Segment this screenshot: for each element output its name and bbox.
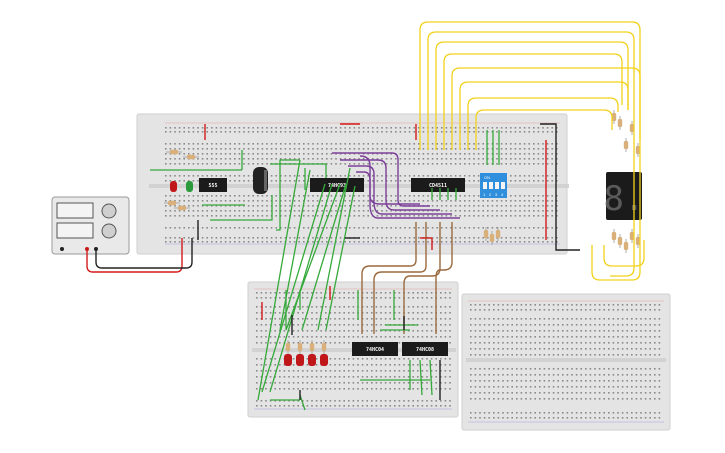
brown-wire	[361, 222, 417, 334]
chip-555-label: 555	[208, 183, 217, 189]
yellow-wires	[419, 21, 645, 281]
power-wire	[95, 238, 193, 269]
dip-switch[interactable]: ON 1 2 3 4	[480, 173, 507, 198]
green-wire	[257, 159, 301, 401]
yellow-wire	[459, 81, 629, 150]
purple-wire	[359, 155, 420, 205]
chip-74hc04-label: 74HC04	[366, 347, 384, 353]
purple-wires	[332, 152, 460, 219]
resistor	[635, 143, 641, 157]
seven-segment-display-icon: 8.	[604, 172, 645, 220]
resistor	[629, 121, 635, 135]
resistor	[174, 205, 190, 211]
led-array	[284, 354, 328, 366]
resistor	[623, 239, 629, 253]
resistor	[611, 110, 617, 124]
resistor	[183, 154, 199, 160]
chip-74hc08: 74HC08	[402, 342, 448, 356]
dip-switch-pos-1: 1	[483, 192, 486, 197]
yellow-wire	[443, 53, 623, 150]
brown-wires	[361, 222, 453, 334]
resistor	[495, 227, 501, 241]
yellow-wire	[603, 240, 645, 267]
power-supply-icon	[51, 196, 130, 255]
resistor	[611, 229, 617, 243]
chip-cd4511-label: CD4511	[429, 183, 447, 189]
yellow-wire	[419, 21, 641, 281]
brown-wire	[373, 222, 427, 334]
resistor	[617, 234, 623, 248]
resistor	[483, 227, 489, 241]
dip-switch-pos-3: 3	[495, 192, 498, 197]
green-wire	[317, 167, 351, 331]
lower-right-breadboard	[461, 293, 671, 431]
chip-cd4511: CD4511	[411, 178, 465, 192]
resistor	[166, 149, 182, 155]
power-wires	[86, 123, 580, 400]
power-wire	[540, 123, 580, 251]
chip-74hc93: 74HC93	[310, 178, 364, 192]
green-wire	[279, 169, 311, 331]
green-wire	[299, 394, 306, 411]
green-wire	[285, 183, 341, 331]
chip-555: 555	[199, 178, 227, 192]
green-wire	[261, 183, 326, 393]
resistor	[629, 229, 635, 243]
green-wires	[150, 130, 500, 411]
green-wire	[270, 163, 327, 178]
seven-segment-digit: 8.	[604, 179, 645, 219]
dip-switch-on-label: ON	[484, 175, 490, 180]
resistor	[623, 138, 629, 152]
purple-wire	[340, 159, 440, 211]
green-wire	[429, 359, 433, 396]
green-wire	[325, 185, 356, 331]
yellow-wire	[451, 67, 641, 150]
yellow-wire	[435, 41, 629, 150]
green-wire	[210, 195, 273, 221]
green-wire	[276, 159, 300, 231]
purple-wire	[348, 165, 452, 215]
resistor	[164, 200, 180, 206]
yellow-wire	[467, 97, 619, 150]
resistor	[617, 116, 623, 130]
left-breadboard-holes	[256, 292, 451, 407]
chip-74hc08-label: 74HC08	[416, 347, 434, 353]
resistor	[489, 231, 495, 245]
brown-wire	[435, 222, 453, 334]
resistor	[321, 340, 327, 354]
yellow-wire	[475, 109, 613, 150]
resistor	[309, 340, 315, 354]
resistor	[297, 340, 303, 354]
chip-74hc93-label: 74HC93	[328, 183, 346, 189]
right-breadboard-holes	[470, 304, 661, 419]
led-icon	[170, 181, 193, 192]
yellow-wire	[427, 31, 635, 277]
brown-wire	[403, 222, 441, 334]
dip-switch-pos-4: 4	[501, 192, 504, 197]
resistor	[635, 234, 641, 248]
capacitor-icon	[253, 167, 268, 194]
green-wire	[419, 359, 423, 396]
chip-74hc04: 74HC04	[352, 342, 398, 356]
resistor-icon	[164, 110, 641, 354]
green-wire	[301, 183, 347, 331]
dip-switch-pos-2: 2	[489, 192, 492, 197]
purple-wire	[332, 152, 430, 207]
resistor	[285, 340, 291, 354]
